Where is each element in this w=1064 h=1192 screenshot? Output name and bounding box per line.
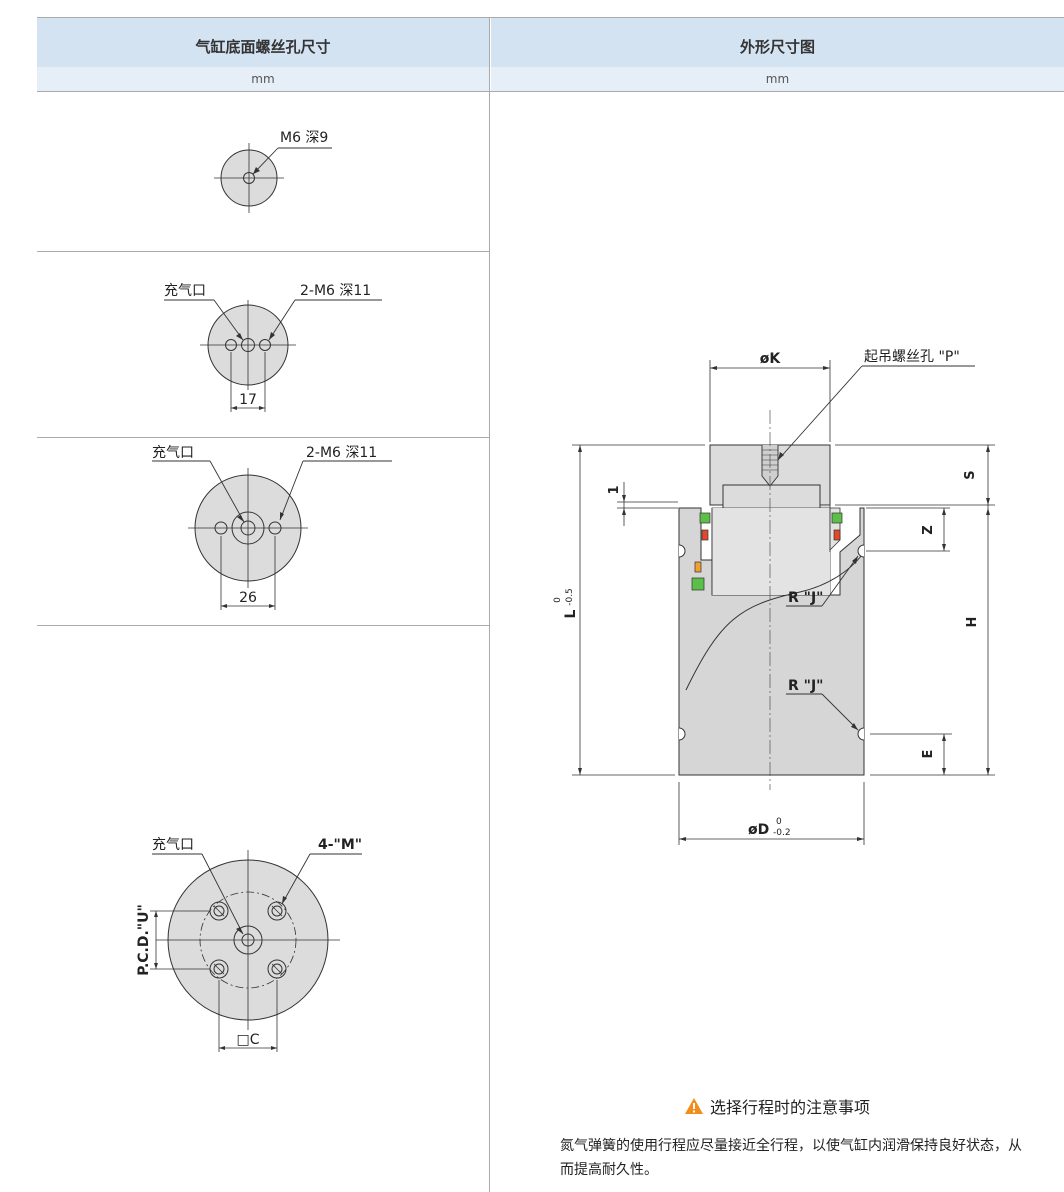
h-label: H [965,617,980,628]
panel4-hole-label: 4-"M" [318,837,362,853]
panel2-hole-label: 2-M6 深11 [300,283,371,299]
panel1-hole-label: M6 深9 [280,130,328,146]
column-divider [489,17,490,1192]
lift-label: 起吊螺丝孔 "P" [864,349,960,365]
note-title-text: 选择行程时的注意事项 [709,1098,870,1117]
left-header: 气缸底面螺丝孔尺寸 mm [37,18,489,91]
panel-two-hole-26: 26 充气口 2-M6 深11 [152,445,392,610]
right-header-title: 外形尺寸图 [739,38,815,56]
left-header-unit: mm [37,67,489,91]
row-divider-3 [37,625,489,626]
z-label: Z [921,525,936,534]
panel-single-hole: M6 深9 [214,130,332,213]
outline-drawing: øK 起吊螺丝孔 "P" L 0 -0.5 1 S Z H E R "J" R … [553,349,995,845]
one-label: 1 [607,485,622,494]
e-label: E [921,750,936,759]
panel-two-hole-17: 17 充气口 2-M6 深11 [164,283,382,412]
panel2-dim: 17 [239,392,257,408]
left-header-title: 气缸底面螺丝孔尺寸 [195,38,331,56]
l-tol-upper: 0 [553,597,563,603]
panel4-port-label: 充气口 [152,837,194,853]
note-body: 氮气弹簧的使用行程应尽量接近全行程，以使气缸内润滑保持良好状态，从而提高耐久性。 [560,1138,1022,1178]
l-tol-lower: -0.5 [565,588,575,606]
rj-label-2: R "J" [788,678,823,694]
panel4-square-label: □C [236,1032,259,1048]
panel2-port-label: 充气口 [164,283,206,299]
panel3-port-label: 充气口 [152,445,194,461]
note-title: 选择行程时的注意事项 [490,1094,1064,1119]
panel3-hole-label: 2-M6 深11 [306,445,377,461]
row-divider-1 [37,251,489,252]
d-label: øD [748,822,769,838]
row-divider-2 [37,437,489,438]
rj-label-1: R "J" [788,590,823,606]
warning-icon [684,1097,704,1119]
d-tol-lower: -0.2 [773,828,791,838]
k-label: øK [760,351,782,367]
header-bottom-rule [37,91,1064,92]
panel-four-hole: 充气口 4-"M" P.C.D."U" □C [136,837,362,1052]
right-header: 外形尺寸图 mm [491,18,1064,91]
right-header-unit: mm [491,67,1064,91]
panel4-pcd-label: P.C.D."U" [136,904,152,976]
panel3-dim: 26 [239,590,257,606]
header-top-rule [37,17,1064,18]
d-tol-upper: 0 [776,817,782,827]
s-label: S [963,470,978,479]
l-label: L [563,609,579,618]
